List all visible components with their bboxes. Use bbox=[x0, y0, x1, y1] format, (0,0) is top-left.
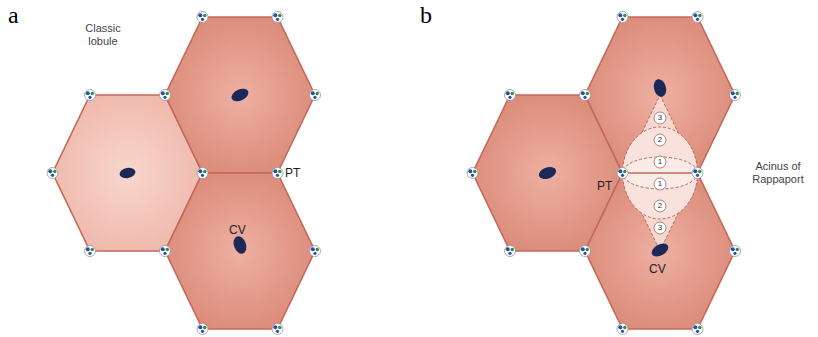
structure-label: Acinus of Rappaport bbox=[742, 160, 814, 186]
portal-triads-b bbox=[467, 12, 741, 335]
portal-triads-a bbox=[47, 12, 321, 335]
structure-label: CV bbox=[229, 223, 246, 237]
panel-letter: b bbox=[420, 2, 432, 28]
acinus-zones bbox=[623, 95, 698, 251]
zone-number: 3 bbox=[654, 222, 666, 234]
structure-label: PT bbox=[597, 179, 612, 193]
panel-b-hexagons bbox=[473, 17, 736, 329]
structure-label: Classic lobule bbox=[70, 22, 136, 48]
zone-number: 2 bbox=[654, 134, 666, 146]
structure-label: PT bbox=[285, 166, 300, 180]
zone-number: 1 bbox=[654, 156, 666, 168]
panel-a-hexagons bbox=[53, 17, 316, 329]
zone-number: 1 bbox=[654, 178, 666, 190]
panel-letter: a bbox=[8, 2, 19, 28]
structure-label: CV bbox=[649, 262, 666, 276]
zone-number: 3 bbox=[654, 112, 666, 124]
central-veins-b bbox=[537, 78, 670, 260]
zone-number: 2 bbox=[654, 200, 666, 212]
central-veins-a bbox=[119, 86, 251, 255]
